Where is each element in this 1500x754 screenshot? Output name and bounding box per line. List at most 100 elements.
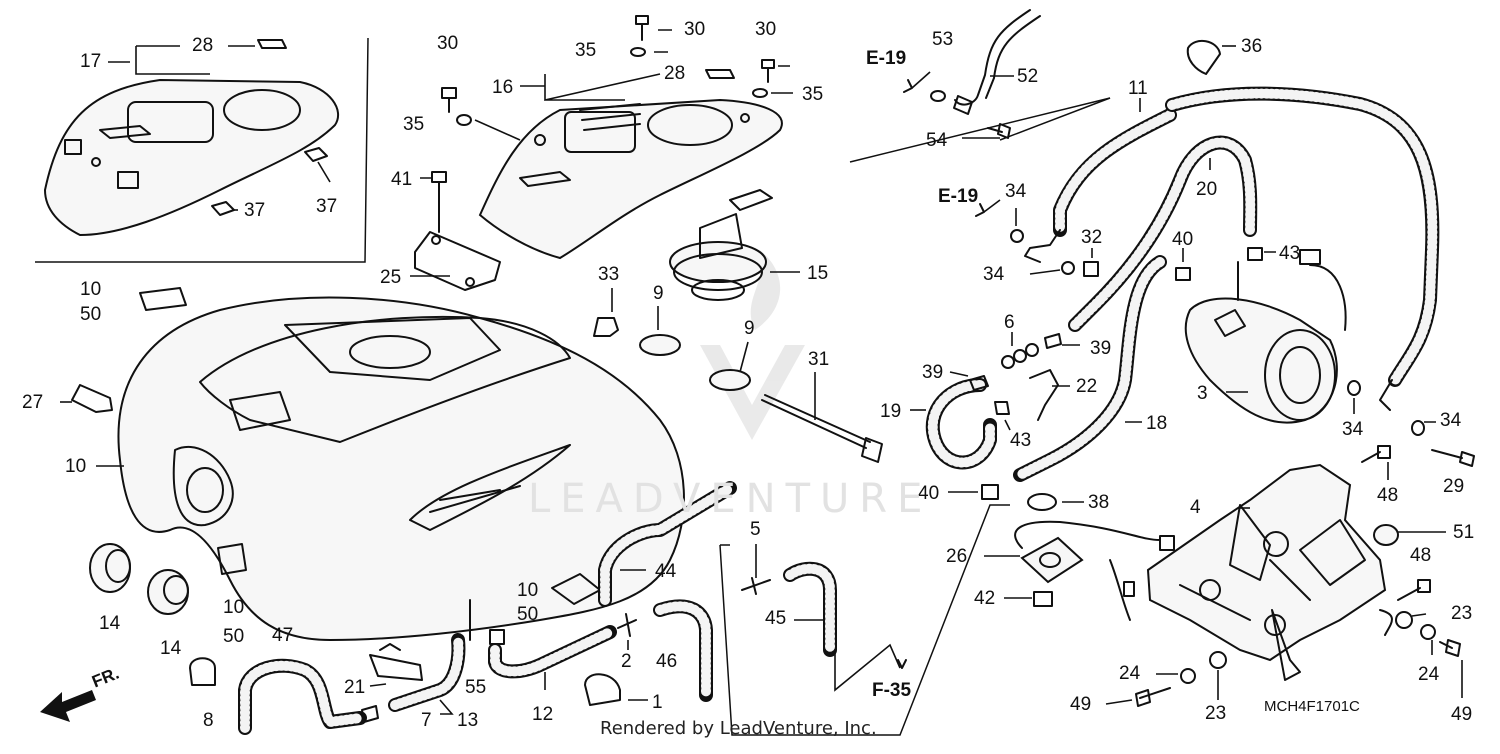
nut-23a bbox=[1395, 611, 1413, 629]
label-49: 49 bbox=[1070, 694, 1092, 715]
clip-27 bbox=[71, 384, 113, 413]
fuel-pump-3 bbox=[1184, 249, 1347, 424]
label-3: 3 bbox=[1197, 383, 1208, 404]
joint-5 bbox=[741, 577, 771, 595]
hose-46 bbox=[653, 599, 713, 702]
label-39: 39 bbox=[922, 362, 944, 383]
label-35: 35 bbox=[403, 114, 425, 135]
label-14: 14 bbox=[160, 638, 182, 659]
hose-45 bbox=[783, 561, 837, 657]
watermark-text: LEADVENTURE bbox=[528, 476, 933, 522]
label-48: 48 bbox=[1377, 485, 1399, 506]
ref-f35[interactable]: F-35 bbox=[872, 680, 912, 701]
label-48: 48 bbox=[1410, 545, 1432, 566]
bracket-4 bbox=[1146, 463, 1387, 662]
label-40: 40 bbox=[918, 483, 940, 504]
label-53: 53 bbox=[932, 29, 954, 50]
bracket-25 bbox=[414, 171, 501, 291]
label-30: 30 bbox=[755, 19, 777, 40]
label-26: 26 bbox=[946, 546, 968, 567]
label-24: 24 bbox=[1418, 664, 1440, 685]
label-31: 31 bbox=[808, 349, 830, 370]
clip-36 bbox=[1186, 39, 1221, 75]
label-9: 9 bbox=[653, 283, 664, 304]
label-7: 7 bbox=[421, 710, 432, 731]
label-24: 24 bbox=[1119, 663, 1141, 684]
label-51: 51 bbox=[1453, 522, 1475, 543]
clip-8 bbox=[189, 657, 216, 686]
label-42: 42 bbox=[974, 588, 996, 609]
bolt-29 bbox=[1431, 449, 1475, 467]
label-28: 28 bbox=[664, 63, 686, 84]
label-10: 10 bbox=[223, 597, 245, 618]
label-34: 34 bbox=[983, 264, 1005, 285]
bolt-49b bbox=[1439, 639, 1461, 657]
label-5: 5 bbox=[750, 519, 761, 540]
collar-9a bbox=[639, 334, 681, 356]
washer-34a bbox=[1010, 229, 1024, 243]
label-50: 50 bbox=[80, 304, 102, 325]
label-46: 46 bbox=[656, 651, 678, 672]
label-47: 47 bbox=[272, 625, 294, 646]
label-34: 34 bbox=[1005, 181, 1027, 202]
bolt-49a bbox=[1135, 687, 1171, 707]
label-21: 21 bbox=[344, 677, 366, 698]
grommet-51 bbox=[1373, 524, 1399, 546]
clamp-1 bbox=[584, 673, 621, 706]
label-44: 44 bbox=[655, 561, 677, 582]
label-36: 36 bbox=[1241, 36, 1263, 57]
washer-24a bbox=[1180, 668, 1196, 684]
label-49: 49 bbox=[1451, 704, 1473, 725]
label-28: 28 bbox=[192, 35, 214, 56]
label-10: 10 bbox=[65, 456, 87, 477]
label-10: 10 bbox=[517, 580, 539, 601]
nut-32 bbox=[1083, 261, 1099, 277]
label-38: 38 bbox=[1088, 492, 1110, 513]
label-4: 4 bbox=[1190, 497, 1201, 518]
front-arrow-icon bbox=[40, 690, 96, 722]
plate-26 bbox=[1014, 520, 1393, 636]
diagram-code: MCH4F1701C bbox=[1264, 698, 1360, 715]
label-22: 22 bbox=[1076, 376, 1098, 397]
washer-34c bbox=[1347, 380, 1361, 396]
pad-50a bbox=[139, 287, 187, 311]
label-52: 52 bbox=[1017, 66, 1039, 87]
ref-e19-lower[interactable]: E-19 bbox=[938, 186, 979, 207]
washer-34b bbox=[1061, 261, 1075, 275]
label-39: 39 bbox=[1090, 338, 1112, 359]
label-50: 50 bbox=[517, 604, 539, 625]
label-1: 1 bbox=[652, 692, 663, 713]
label-43: 43 bbox=[1010, 430, 1032, 451]
label-6: 6 bbox=[1004, 312, 1015, 333]
label-18: 18 bbox=[1146, 413, 1168, 434]
washer-24b bbox=[1420, 624, 1436, 640]
label-10: 10 bbox=[80, 279, 102, 300]
nut-55 bbox=[489, 629, 505, 645]
label-17: 17 bbox=[80, 51, 102, 72]
screw-30 bbox=[441, 15, 775, 126]
hose-19 bbox=[925, 378, 997, 470]
ref-e19-upper[interactable]: E-19 bbox=[866, 48, 907, 69]
hose-47 bbox=[238, 658, 367, 735]
label-40: 40 bbox=[1172, 229, 1194, 250]
label-35: 35 bbox=[575, 40, 597, 61]
label-29: 29 bbox=[1443, 476, 1465, 497]
label-16: 16 bbox=[492, 77, 514, 98]
label-20: 20 bbox=[1196, 179, 1218, 200]
label-45: 45 bbox=[765, 608, 787, 629]
nut-33 bbox=[593, 317, 619, 337]
label-23: 23 bbox=[1451, 603, 1473, 624]
label-9: 9 bbox=[744, 318, 755, 339]
label-50: 50 bbox=[223, 626, 245, 647]
frame-box-17 bbox=[35, 37, 369, 263]
bolt-48b bbox=[1397, 579, 1431, 601]
watermark-logo bbox=[700, 250, 805, 440]
fuel-tank-10 bbox=[117, 296, 685, 642]
hose-12 bbox=[488, 625, 617, 679]
label-37: 37 bbox=[316, 196, 338, 217]
washer-34d bbox=[1411, 420, 1425, 436]
footer-credit: Rendered by LeadVenture, Inc. bbox=[600, 718, 877, 739]
joint-7 bbox=[361, 705, 379, 723]
hose-44 bbox=[598, 481, 737, 607]
